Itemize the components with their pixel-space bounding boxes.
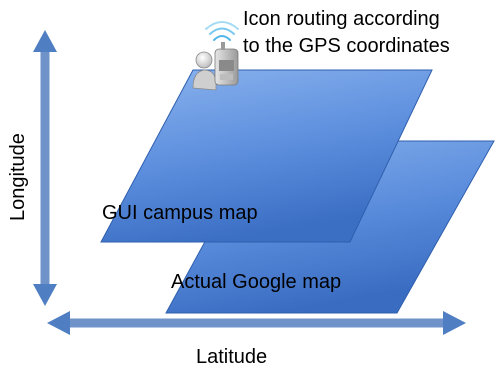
gui-campus-map-plane xyxy=(100,69,433,243)
wireless-signal-icon xyxy=(205,21,239,41)
longitude-axis-arrow xyxy=(33,30,57,306)
longitude-axis-label: Longitude xyxy=(7,133,29,221)
latitude-axis-label: Latitude xyxy=(196,346,268,368)
latitude-axis-arrow xyxy=(47,311,466,335)
caption-line-2: to the GPS coordinates xyxy=(243,35,450,57)
person-with-phone-icon xyxy=(192,42,239,91)
google-map-label: Actual Google map xyxy=(171,271,342,293)
gui-campus-map-label: GUI campus map xyxy=(102,202,258,224)
caption-line-1: Icon routing according xyxy=(243,8,440,30)
